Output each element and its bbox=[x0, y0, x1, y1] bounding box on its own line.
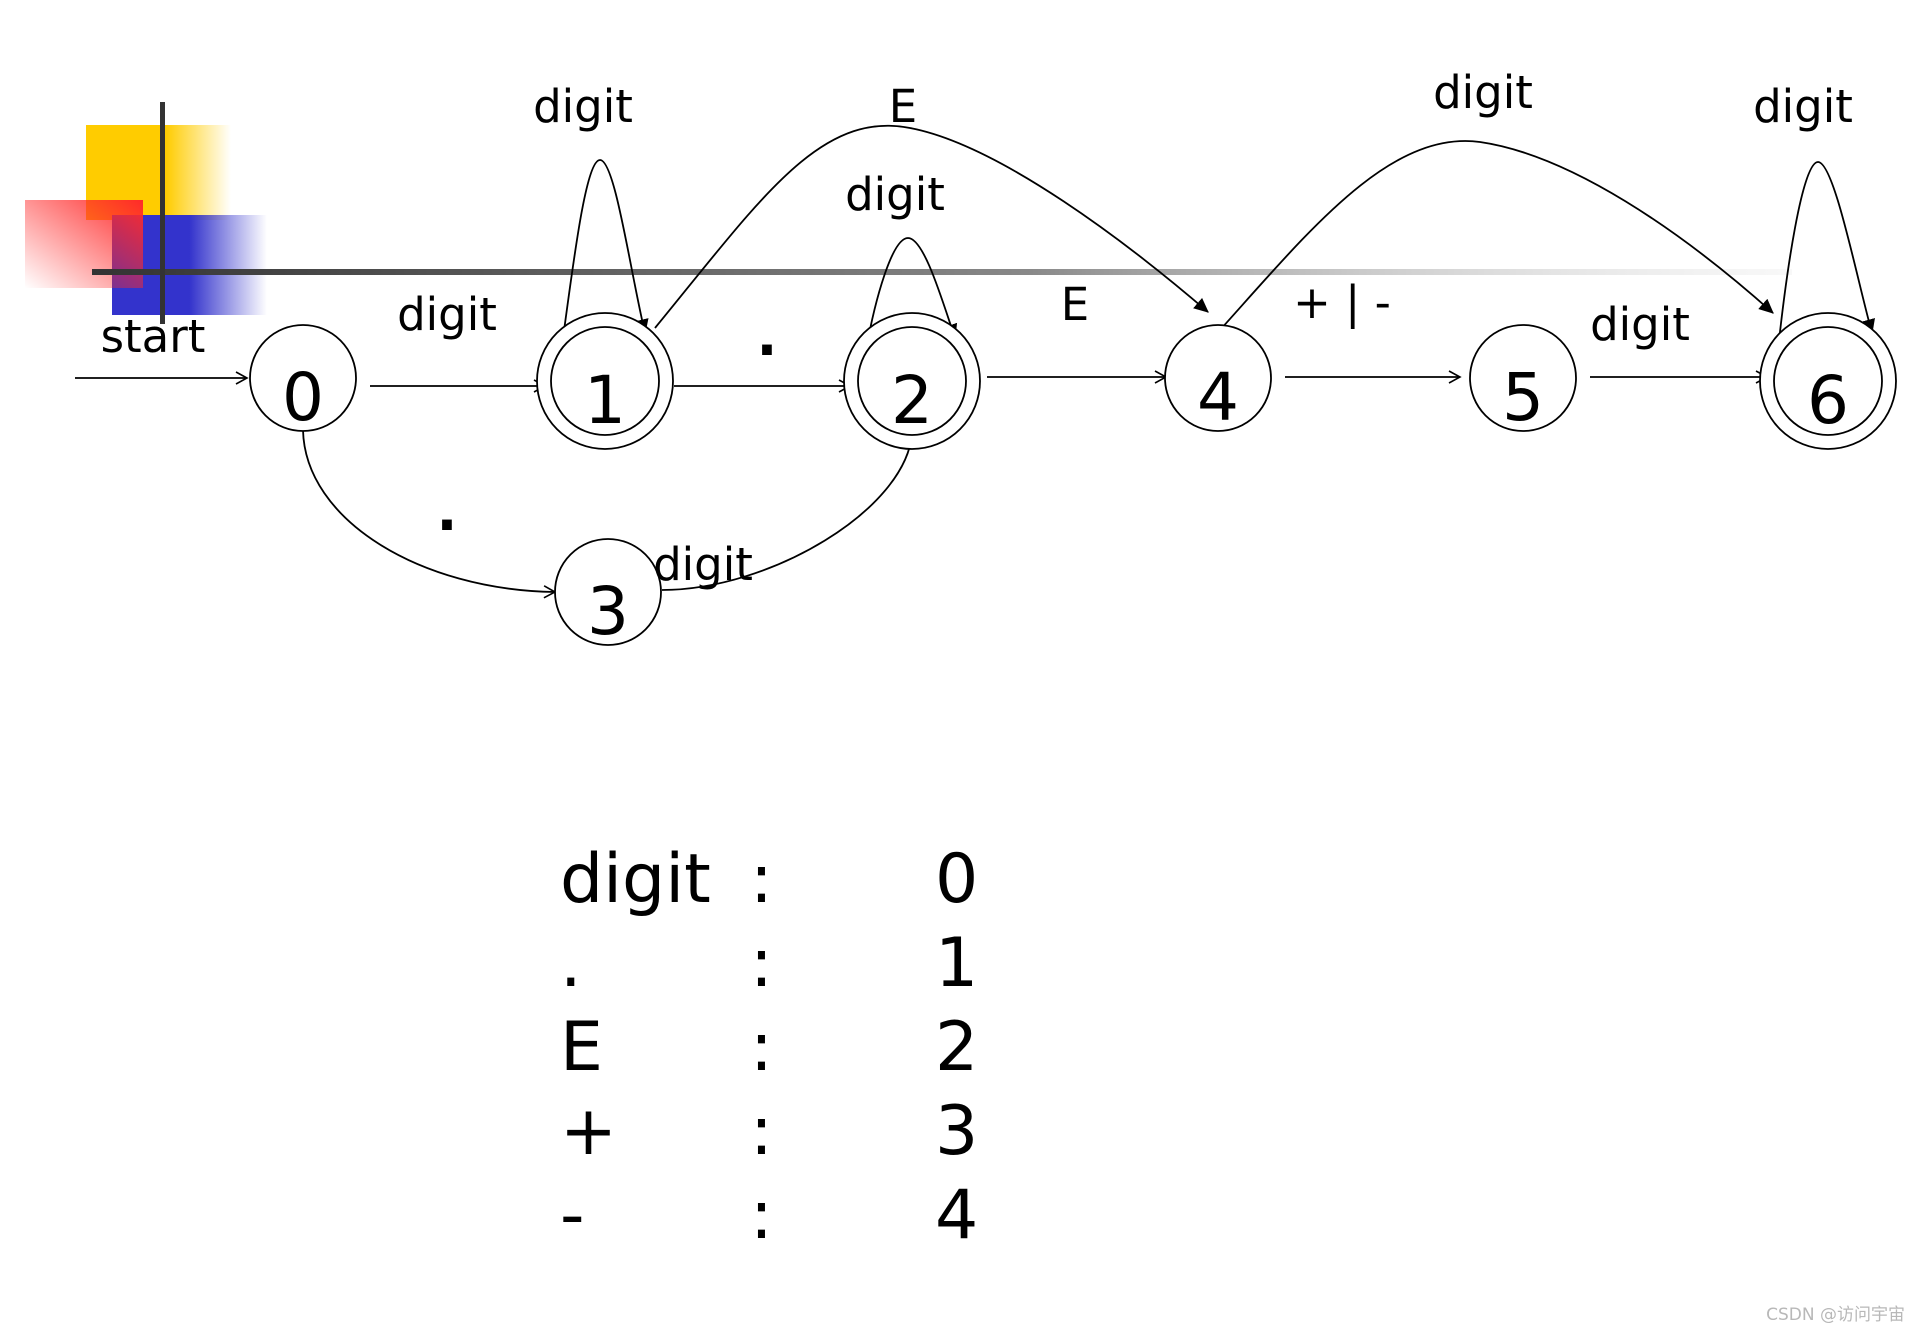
encoding-symbol: . bbox=[560, 924, 582, 1003]
label-6-6: digit bbox=[1753, 80, 1853, 133]
state-5-label: 5 bbox=[1502, 359, 1544, 436]
encoding-separator: : bbox=[750, 1092, 773, 1171]
table-row: E : 2 bbox=[560, 1006, 1015, 1090]
label-0-3: . bbox=[437, 479, 458, 543]
encoding-separator: : bbox=[750, 924, 773, 1003]
label-5-6: digit bbox=[1590, 298, 1690, 351]
state-0: 0 bbox=[249, 324, 357, 436]
label-0-1: digit bbox=[397, 288, 497, 341]
label-1-4: E bbox=[889, 80, 917, 133]
state-1-label: 1 bbox=[584, 362, 626, 439]
watermark: CSDN @访问宇宙 bbox=[1766, 1305, 1905, 1325]
edge-labels: start digit digit . E digit E . digit + … bbox=[101, 66, 1853, 591]
state-6-label: 6 bbox=[1807, 362, 1849, 439]
deco-horizontal-line bbox=[92, 269, 1792, 275]
table-row: - : 4 bbox=[560, 1174, 1015, 1258]
state-5: 5 bbox=[1469, 324, 1577, 436]
start-label: start bbox=[101, 310, 206, 363]
label-2-4: E bbox=[1061, 278, 1089, 331]
label-3-2: digit bbox=[653, 538, 753, 591]
encoding-symbol: + bbox=[560, 1092, 617, 1171]
encoding-symbol: digit bbox=[560, 840, 711, 919]
edge-3-2 bbox=[661, 432, 918, 591]
encoding-code: 2 bbox=[935, 1008, 979, 1087]
encoding-symbol: - bbox=[560, 1176, 585, 1255]
transitions bbox=[75, 124, 1875, 599]
table-row: digit : 0 bbox=[560, 838, 1015, 922]
loop-6 bbox=[1777, 161, 1875, 351]
state-2: 2 bbox=[843, 312, 981, 450]
encoding-code: 4 bbox=[935, 1176, 979, 1255]
encoding-separator: : bbox=[750, 1176, 773, 1255]
state-2-label: 2 bbox=[891, 362, 933, 439]
label-4-5: + | - bbox=[1293, 276, 1391, 329]
state-4-label: 4 bbox=[1197, 359, 1239, 436]
edge-0-3 bbox=[302, 429, 557, 599]
encoding-code: 0 bbox=[935, 840, 979, 919]
edge-1-4 bbox=[654, 124, 1209, 329]
label-1-2: . bbox=[757, 304, 778, 368]
encoding-separator: : bbox=[750, 840, 773, 919]
table-row: + : 3 bbox=[560, 1090, 1015, 1174]
loop-2 bbox=[865, 237, 958, 351]
encoding-symbol: E bbox=[560, 1008, 603, 1087]
table-row: . : 1 bbox=[560, 922, 1015, 1006]
state-3: 3 bbox=[554, 538, 662, 650]
state-0-label: 0 bbox=[282, 359, 324, 436]
label-4-6: digit bbox=[1433, 66, 1533, 119]
slide-decoration bbox=[25, 102, 1792, 324]
state-3-label: 3 bbox=[587, 573, 629, 650]
loop-1 bbox=[561, 159, 649, 346]
encoding-separator: : bbox=[750, 1008, 773, 1087]
edge-4-6 bbox=[1219, 140, 1774, 331]
state-4: 4 bbox=[1164, 324, 1272, 436]
state-6: 6 bbox=[1759, 312, 1897, 450]
state-1: 1 bbox=[536, 312, 674, 450]
encoding-code: 1 bbox=[935, 924, 979, 1003]
states: 0 1 2 3 4 5 6 bbox=[249, 312, 1897, 650]
label-2-2: digit bbox=[845, 168, 945, 221]
label-1-1: digit bbox=[533, 80, 633, 133]
deco-vertical-line bbox=[160, 102, 165, 324]
encoding-code: 3 bbox=[935, 1092, 979, 1171]
symbol-encoding-table: digit : 0 . : 1 E : 2 + : 3 - : 4 bbox=[560, 838, 1015, 1258]
